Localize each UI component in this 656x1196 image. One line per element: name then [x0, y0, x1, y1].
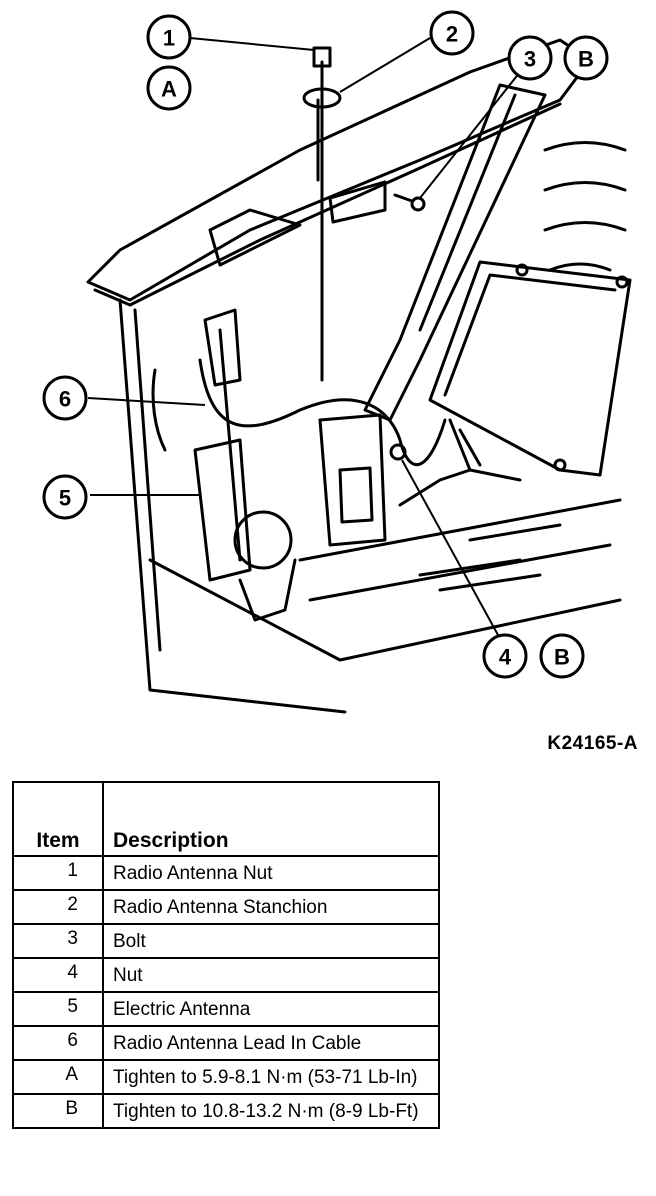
- item-description: Nut: [102, 957, 440, 993]
- item-description: Bolt: [102, 923, 440, 959]
- item-number: A: [12, 1059, 104, 1095]
- item-number: 5: [12, 991, 104, 1027]
- item-number: 4: [12, 957, 104, 993]
- lead-in-cable: [198, 358, 447, 466]
- table-row: 6 Radio Antenna Lead In Cable: [12, 1025, 440, 1061]
- table-row: B Tighten to 10.8-13.2 N·m (8-9 Lb-Ft): [12, 1093, 440, 1129]
- item-number: 6: [12, 1025, 104, 1061]
- callout-b-bottom: B: [554, 645, 570, 670]
- callout-6: 6: [59, 387, 71, 412]
- callout-4: 4: [499, 645, 512, 670]
- item-description: Tighten to 10.8-13.2 N·m (8-9 Lb-Ft): [102, 1093, 440, 1129]
- callout-1: 1: [163, 26, 175, 51]
- item-description: Radio Antenna Stanchion: [102, 889, 440, 925]
- table-row: 1 Radio Antenna Nut: [12, 855, 440, 891]
- table-row: 2 Radio Antenna Stanchion: [12, 889, 440, 925]
- item-description: Electric Antenna: [102, 991, 440, 1027]
- item-number: B: [12, 1093, 104, 1129]
- fender-inner-edge: [93, 102, 562, 307]
- figure-code: K24165-A: [547, 733, 638, 754]
- table-row: A Tighten to 5.9-8.1 N·m (53-71 Lb-In): [12, 1059, 440, 1095]
- item-number: 2: [12, 889, 104, 925]
- callout-5: 5: [59, 486, 71, 511]
- header-item: Item: [12, 781, 104, 857]
- table-row: 5 Electric Antenna: [12, 991, 440, 1027]
- electric-antenna-motor: [193, 438, 252, 582]
- table-row: 3 Bolt: [12, 923, 440, 959]
- header-description: Description: [102, 781, 440, 857]
- module-box: [428, 260, 632, 477]
- parts-legend-table: Item Description 1 Radio Antenna Nut 2 R…: [12, 781, 440, 1129]
- item-description: Tighten to 5.9-8.1 N·m (53-71 Lb-In): [102, 1059, 440, 1095]
- callout-3: 3: [524, 47, 536, 72]
- item-number: 1: [12, 855, 104, 891]
- item-number: 3: [12, 923, 104, 959]
- item-description: Radio Antenna Nut: [102, 855, 440, 891]
- callout-2: 2: [446, 22, 458, 47]
- item-description: Radio Antenna Lead In Cable: [102, 1025, 440, 1061]
- antenna-installation-diagram: 1 A 2 3 B 6 5 4 B: [42, 10, 632, 714]
- callout-a: A: [161, 77, 177, 102]
- callout-b-top: B: [578, 47, 594, 72]
- cowl-panel: [118, 298, 347, 714]
- table-row: 4 Nut: [12, 957, 440, 993]
- floor-panel: [148, 558, 622, 662]
